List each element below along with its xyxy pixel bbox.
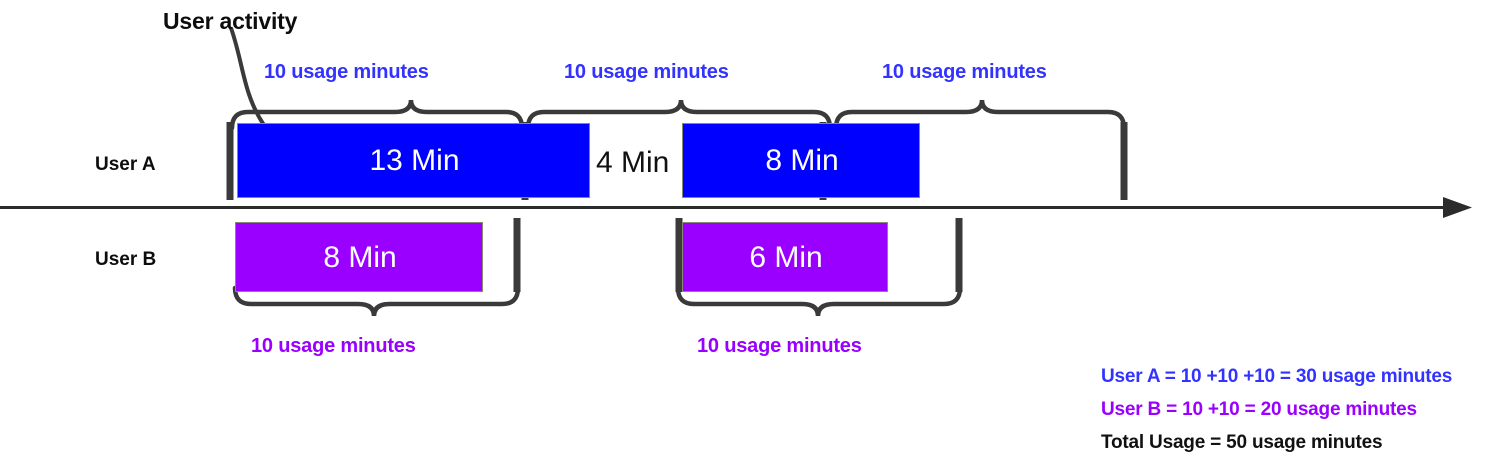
user-a-bar-1-label: 13 Min xyxy=(369,144,460,177)
user-b-brace-label-2: 10 usage minutes xyxy=(697,335,862,357)
user-a-bar-2[interactable]: 8 Min xyxy=(682,123,920,198)
user-b-bar-1-label: 8 Min xyxy=(323,241,397,274)
user-b-boundary-ticks xyxy=(513,218,963,292)
row-label-user-a: User A xyxy=(95,154,156,175)
user-a-brace-1 xyxy=(229,99,525,131)
summary-total: Total Usage = 50 usage minutes xyxy=(1101,432,1383,453)
user-a-brace-2 xyxy=(525,99,833,131)
timeline-axis xyxy=(0,197,1472,218)
user-a-bar-1[interactable]: 13 Min xyxy=(237,123,590,198)
user-b-bar-2-label: 6 Min xyxy=(749,241,823,274)
summary-user-b: User B = 10 +10 = 20 usage minutes xyxy=(1101,399,1417,420)
user-a-gap-label: 4 Min xyxy=(596,146,670,179)
user-b-brace-label-1: 10 usage minutes xyxy=(251,335,416,357)
user-b-brace-2 xyxy=(675,285,963,317)
summary-user-a: User A = 10 +10 +10 = 30 usage minutes xyxy=(1101,366,1453,387)
row-label-user-b: User B xyxy=(95,249,157,270)
user-a-brace-label-1: 10 usage minutes xyxy=(264,61,429,83)
user-b-bar-2[interactable]: 6 Min xyxy=(682,222,888,292)
user-b-brace-1 xyxy=(232,285,521,317)
user-b-bar-1[interactable]: 8 Min xyxy=(235,222,483,292)
user-a-brace-label-3: 10 usage minutes xyxy=(882,61,1047,83)
user-a-bar-2-label: 8 Min xyxy=(765,144,839,177)
user-a-brace-3 xyxy=(833,99,1127,131)
user-activity-annotation: User activity xyxy=(163,8,298,34)
user-a-brace-label-2: 10 usage minutes xyxy=(564,61,729,83)
